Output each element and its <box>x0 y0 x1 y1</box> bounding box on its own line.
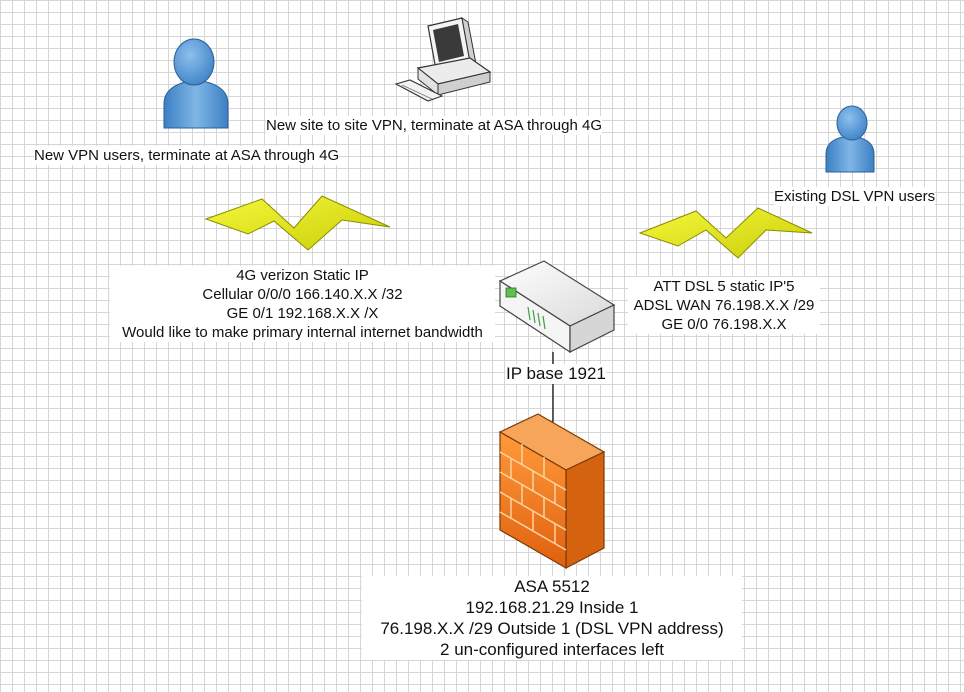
lightning-icon <box>638 207 813 259</box>
verizon-line-4: Would like to make primary internal inte… <box>122 324 483 341</box>
new-vpn-users-label: New VPN users, terminate at ASA through … <box>34 146 340 165</box>
lightning-icon <box>204 195 391 251</box>
verizon-line-3: GE 0/1 192.168.X.X /X <box>226 305 379 322</box>
user-icon <box>163 38 229 129</box>
att-dsl-link-label: ATT DSL 5 static IP'5 ADSL WAN 76.198.X.… <box>628 277 820 334</box>
att-line-1: ATT DSL 5 static IP'5 <box>653 278 795 295</box>
asa-line-3: 76.198.X.X /29 Outside 1 (DSL VPN addres… <box>380 619 724 638</box>
verizon-line-1: 4G verizon Static IP <box>236 267 369 284</box>
router-label: IP base 1921 <box>506 364 606 384</box>
firewall-icon <box>498 413 606 570</box>
computer-icon <box>394 16 492 102</box>
user-icon <box>825 105 875 173</box>
new-site-vpn-label: New site to site VPN, terminate at ASA t… <box>266 116 602 135</box>
asa-line-1: ASA 5512 <box>514 577 590 596</box>
att-line-2: ADSL WAN 76.198.X.X /29 <box>633 297 815 314</box>
existing-dsl-users-label: Existing DSL VPN users <box>774 187 936 206</box>
asa-label: ASA 5512 192.168.21.29 Inside 1 76.198.X… <box>362 576 742 660</box>
att-line-3: GE 0/0 76.198.X.X <box>661 316 787 333</box>
verizon-4g-link-label: 4G verizon Static IP Cellular 0/0/0 166.… <box>110 266 495 342</box>
verizon-line-2: Cellular 0/0/0 166.140.X.X /32 <box>202 286 403 303</box>
asa-line-4: 2 un-configured interfaces left <box>440 640 664 659</box>
asa-line-2: 192.168.21.29 Inside 1 <box>465 598 639 617</box>
router-icon <box>498 260 616 354</box>
